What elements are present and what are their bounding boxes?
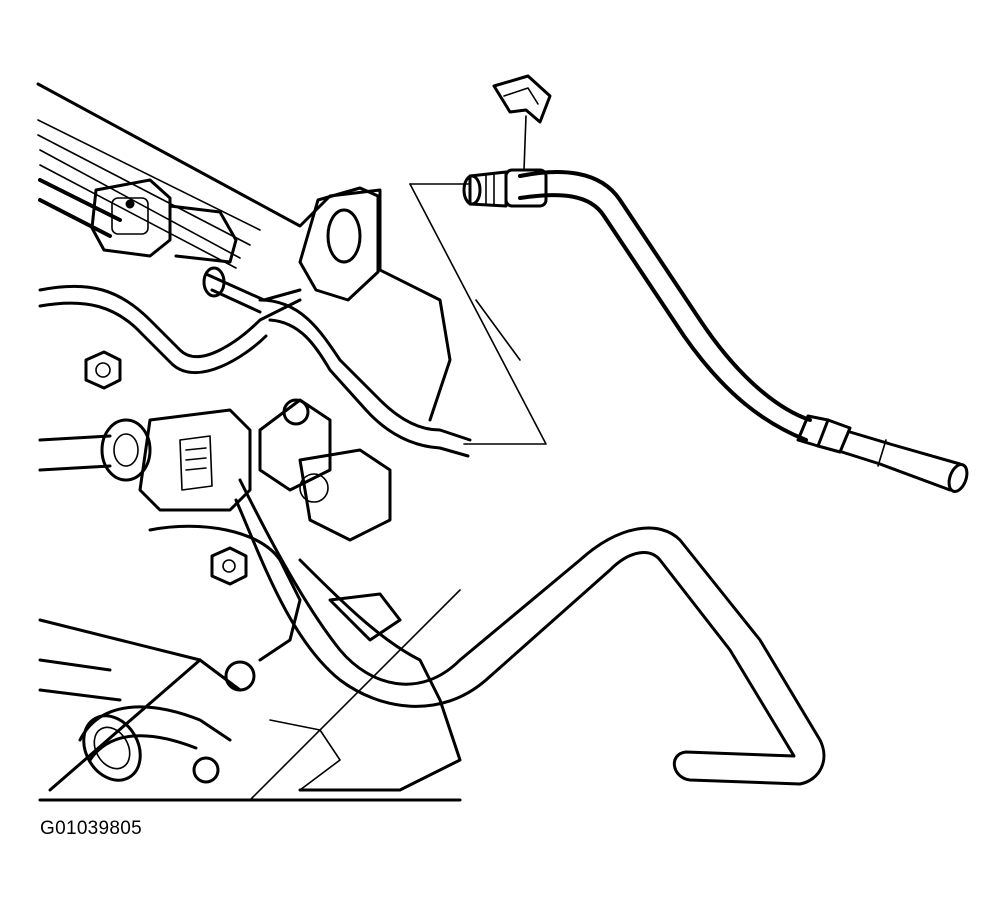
detail-callout-lines <box>409 183 547 445</box>
figure-id-label: G01039805 <box>40 818 143 839</box>
detached-hose-detail <box>462 74 969 493</box>
engine-assembly <box>36 82 826 802</box>
